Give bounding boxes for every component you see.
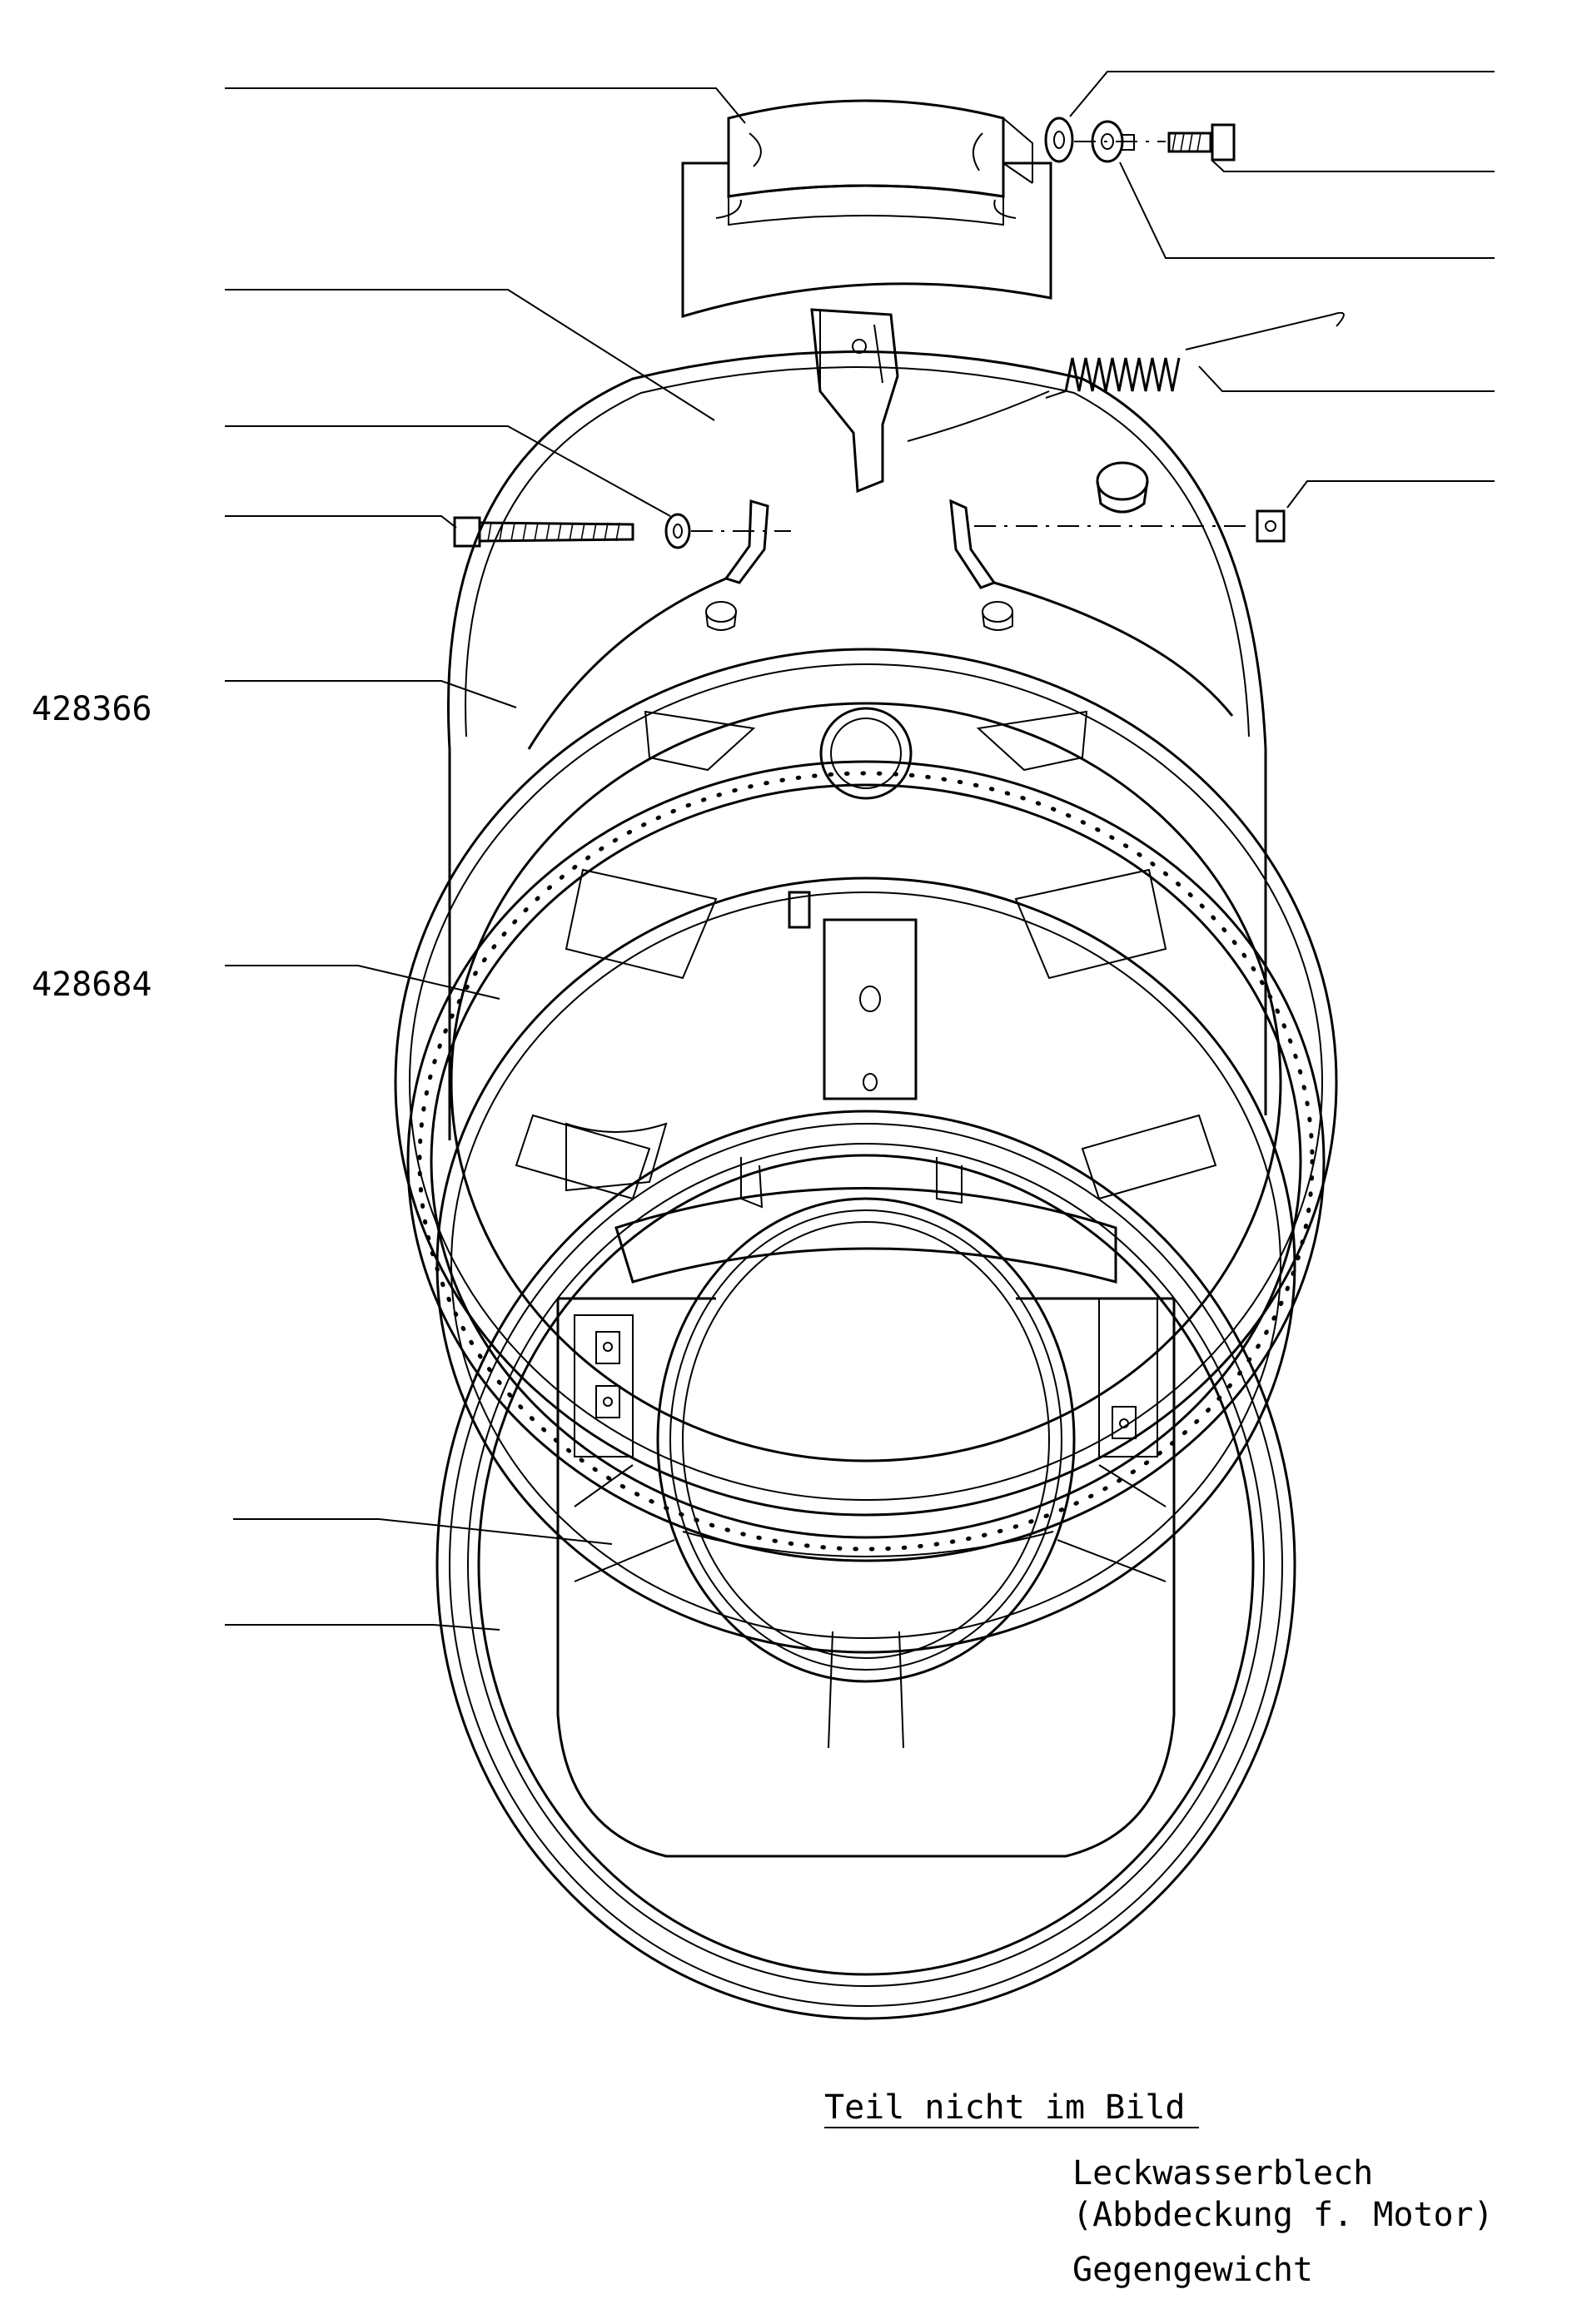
notes-line-2: (Abbdeckung f. Motor)	[1072, 2196, 1494, 2234]
notes-heading: Teil nicht im Bild	[824, 2088, 1185, 2127]
ring-428366	[394, 648, 1338, 1517]
clip-right	[949, 499, 997, 589]
part-label-428684: 428684	[32, 966, 152, 1004]
nut-right	[982, 601, 1013, 631]
square-nut-right	[1256, 509, 1286, 543]
washer-top-1	[1044, 117, 1074, 163]
gasket-428684	[406, 760, 1326, 1562]
notes-line-1: Leckwasserblech	[1072, 2154, 1373, 2192]
bolt-left	[453, 516, 634, 548]
nut-left	[705, 601, 737, 631]
spider-frame	[565, 707, 1167, 980]
hanger-bracket	[810, 308, 1050, 494]
front-spider	[435, 876, 1296, 1654]
disc-cap	[1096, 461, 1149, 514]
leader-lines	[225, 71, 1495, 1631]
bolt-top	[1167, 123, 1236, 161]
tension-spring	[1045, 311, 1345, 399]
top-shield-bracket	[681, 99, 1052, 319]
clip-left	[724, 499, 769, 584]
front-bowl	[435, 1110, 1296, 2020]
rear-drum-disc	[446, 350, 1267, 1140]
washer-left	[664, 513, 691, 549]
part-label-428366: 428366	[32, 690, 152, 728]
notes-line-3: Gegengewicht	[1072, 2251, 1313, 2289]
